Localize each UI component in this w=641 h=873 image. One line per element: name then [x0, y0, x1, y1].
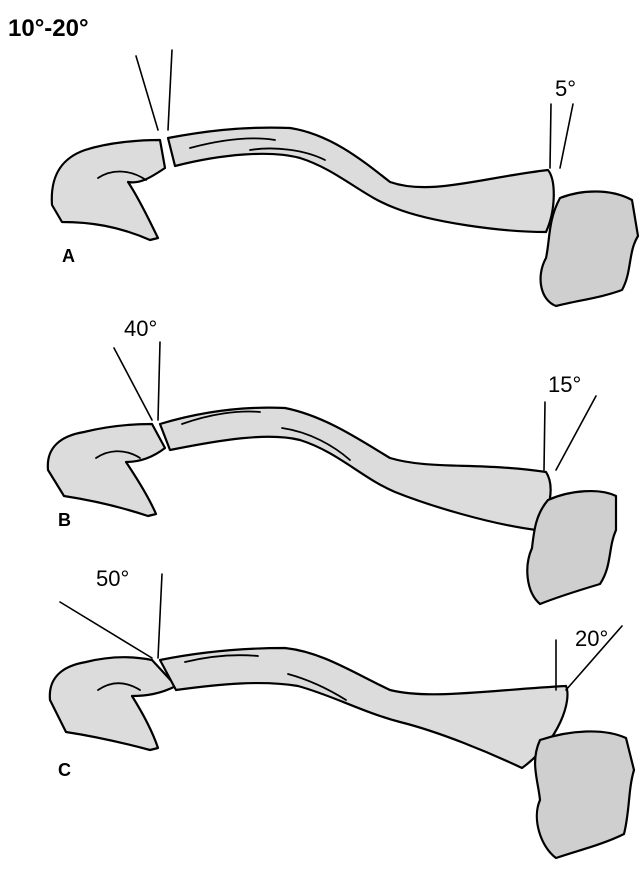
right-ray-a2: [560, 104, 573, 168]
left-ray-b2: [158, 342, 160, 420]
right-ray-b1: [544, 402, 545, 470]
right-ray-a1: [550, 104, 551, 168]
acromion-c: [50, 657, 176, 750]
panel-letter-b: B: [58, 510, 71, 530]
sternum-a: [541, 192, 638, 307]
panel-b: 40° 15° B: [48, 316, 616, 604]
left-angle-b: 40°: [124, 316, 157, 341]
left-ray-c1: [60, 602, 152, 658]
left-ray-c2: [158, 574, 162, 658]
left-ray-b1: [114, 348, 152, 420]
panel-c: 50° 20° C: [50, 566, 634, 858]
panel-a: 5° A: [52, 50, 638, 306]
clavicle-a: [168, 128, 554, 232]
left-ray-a1: [136, 56, 158, 130]
left-angle-c: 50°: [96, 566, 129, 591]
sternum-c: [535, 731, 634, 858]
right-angle-c: 20°: [575, 626, 608, 651]
figure-title: 10°-20°: [8, 15, 89, 42]
clavicle-c: [160, 648, 567, 768]
acromion-b: [48, 424, 165, 516]
right-angle-a: 5°: [555, 76, 576, 101]
panel-letter-c: C: [58, 760, 71, 780]
panel-letter-a: A: [62, 246, 75, 266]
acromion-a: [52, 140, 165, 240]
right-angle-b: 15°: [548, 372, 581, 397]
clavicle-b: [160, 408, 551, 530]
left-ray-a2: [168, 50, 172, 130]
right-ray-b2: [556, 396, 596, 470]
